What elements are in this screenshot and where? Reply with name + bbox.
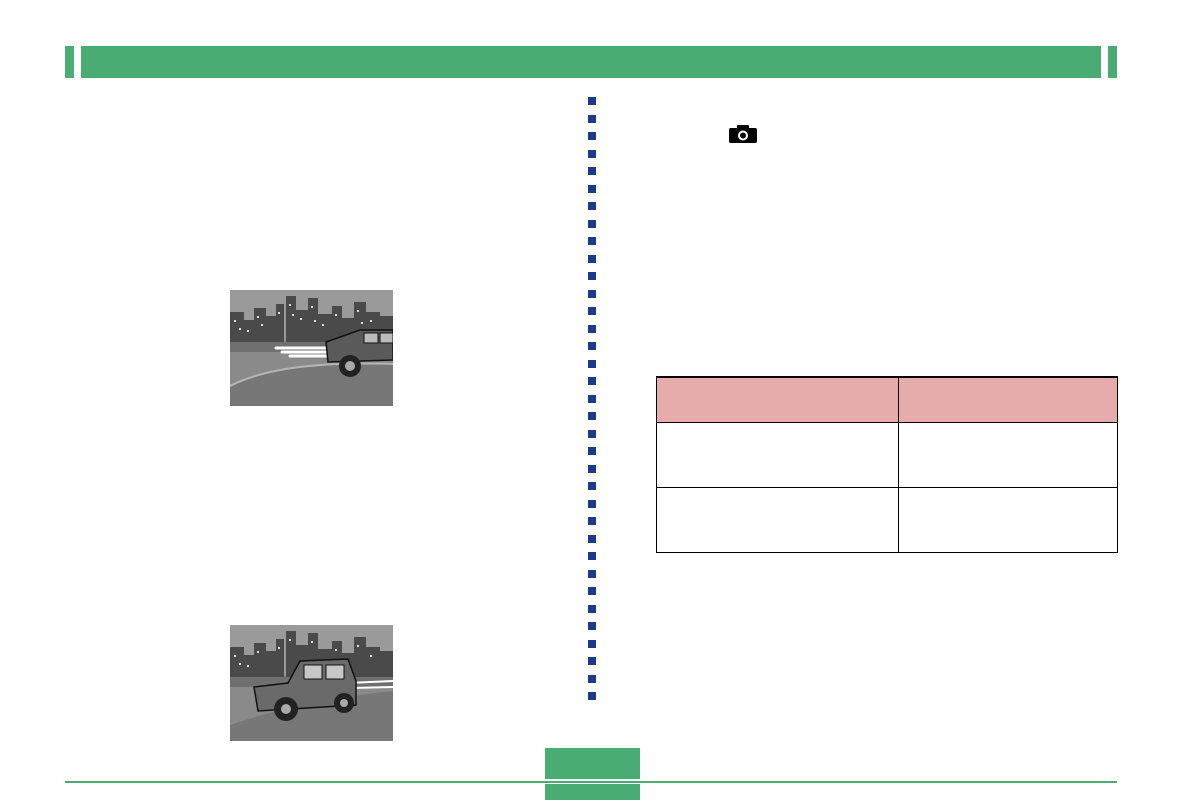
night-city-jeep-blurred-image	[230, 290, 393, 406]
header-bar	[81, 46, 1101, 78]
divider-dot	[588, 219, 596, 228]
table-header-row	[656, 376, 1118, 423]
footer-rule	[65, 781, 1117, 783]
divider-dot	[588, 552, 596, 560]
divider-dot	[588, 254, 596, 263]
table-header-cell	[656, 376, 899, 423]
header-bar-right-cap	[1108, 46, 1117, 78]
divider-dot	[588, 657, 596, 665]
table-row	[656, 421, 1118, 488]
divider-dot	[588, 622, 596, 630]
divider-dot	[588, 674, 596, 683]
table-cell	[898, 421, 1118, 488]
divider-dot	[588, 482, 596, 490]
divider-dot	[588, 587, 596, 595]
divider-dot	[588, 377, 596, 385]
page-number-tab-lower	[545, 784, 640, 800]
divider-dot	[588, 237, 596, 245]
divider-dot	[588, 604, 596, 613]
divider-dot	[588, 639, 596, 648]
table-cell	[898, 486, 1118, 553]
divider-dot	[588, 202, 596, 210]
table-row	[656, 486, 1118, 553]
divider-dot	[588, 342, 596, 350]
divider-dot	[588, 272, 596, 280]
divider-dot	[588, 464, 596, 473]
table-header-cell	[898, 376, 1118, 423]
divider-dot	[588, 692, 596, 700]
divider-dot	[588, 307, 596, 315]
table-cell	[656, 486, 899, 553]
divider-dot	[588, 517, 596, 525]
divider-dot	[588, 149, 596, 158]
divider-dot	[588, 447, 596, 455]
page-number-tab	[545, 748, 640, 779]
divider-dot	[588, 534, 596, 543]
divider-dot	[588, 289, 596, 298]
divider-dot	[588, 167, 596, 175]
table-cell	[656, 421, 899, 488]
divider-dot	[588, 324, 596, 333]
divider-dot	[588, 569, 596, 578]
divider-dot	[588, 499, 596, 508]
night-city-jeep-sharp-image	[230, 625, 393, 741]
settings-table	[656, 376, 1118, 553]
divider-dot	[588, 184, 596, 193]
divider-dot	[588, 394, 596, 403]
divider-dot	[588, 412, 596, 420]
header-bar-left-cap	[65, 46, 74, 78]
divider-dot	[588, 97, 596, 105]
divider-dot	[588, 359, 596, 368]
camera-icon	[728, 124, 758, 144]
column-divider	[586, 97, 598, 727]
divider-dot	[588, 114, 596, 123]
divider-dot	[588, 429, 596, 438]
divider-dot	[588, 132, 596, 140]
